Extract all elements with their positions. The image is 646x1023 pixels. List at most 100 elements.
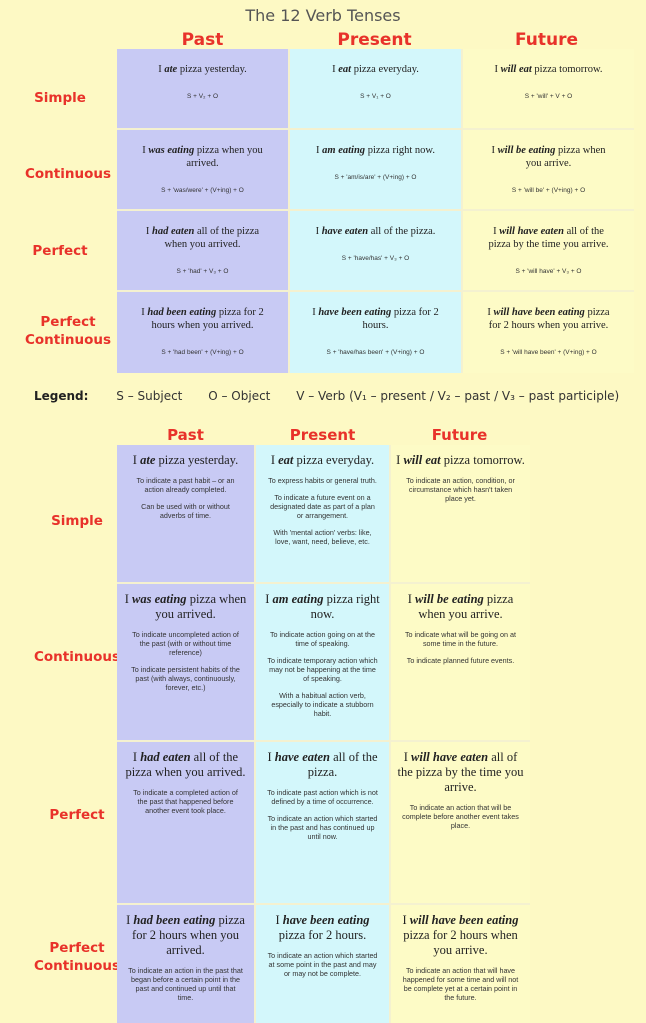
example-sentence: I have been eating pizza for 2 hours. xyxy=(312,306,439,332)
example-sentence: I will have eaten all of the pizza by th… xyxy=(396,750,525,795)
cell-perfect-continuous-past-usage: I had been eating pizza for 2 hours when… xyxy=(117,905,254,1023)
example-verb: had been eating xyxy=(133,913,216,927)
formula: S + V₂ + O xyxy=(186,93,219,100)
example-sentence: I have been eating pizza for 2 hours. xyxy=(261,913,384,943)
row-header-simple: Simple xyxy=(34,90,86,106)
example-verb: will be eating xyxy=(415,592,484,606)
usage-note: To indicate an action in the past that b… xyxy=(128,966,243,1002)
example-sentence: I will have eaten all of the pizza by th… xyxy=(485,225,612,251)
example-sentence: I will be eating pizza when you arrive. xyxy=(396,592,525,622)
example-subject: I xyxy=(132,750,141,764)
example-verb: was eating xyxy=(148,145,195,156)
usage-note: With a habitual action verb, especially … xyxy=(271,691,374,718)
example-rest: pizza yesterday. xyxy=(155,453,239,467)
column-header-present-2: Present xyxy=(289,426,356,444)
example-subject: I xyxy=(487,307,494,318)
example-subject: I xyxy=(403,750,412,764)
example-subject: I xyxy=(126,913,134,927)
usage-note: To indicate a past habit – or an action … xyxy=(136,476,235,494)
example-sentence: I eat pizza everyday. xyxy=(261,453,384,468)
example-sentence: I was eating pizza when you arrived. xyxy=(139,144,266,170)
row-header-perfect-continuous-2: Perfect Continuous xyxy=(33,940,121,974)
example-sentence: I will have been eating pizza for 2 hour… xyxy=(396,913,525,958)
cell-perfect-continuous-present-usage: I have been eating pizza for 2 hours. To … xyxy=(256,905,389,1023)
page-title: The 12 Verb Tenses xyxy=(245,6,401,25)
cell-perfect-past-usage: I had eaten all of the pizza when you ar… xyxy=(117,742,254,903)
legend-label: Legend: xyxy=(34,389,89,403)
example-rest: all of the pizza when you arrived. xyxy=(125,750,246,779)
example-sentence: I was eating pizza when you arrived. xyxy=(122,592,249,622)
example-rest: pizza when you arrived. xyxy=(155,592,247,621)
example-verb: will have eaten xyxy=(411,750,489,764)
example-sentence: I will eat pizza tomorrow. xyxy=(396,453,525,468)
cell-perfect-continuous-past: I had been eating pizza for 2 hours when… xyxy=(117,292,288,373)
cell-simple-past-usage: I ate pizza yesterday.To indicate a past… xyxy=(117,445,254,582)
formula: S + 'have/has been' + (V+ing) + O xyxy=(326,349,425,356)
example-sentence: I will have been eating pizza for 2 hour… xyxy=(485,306,612,332)
legend-object: O – Object xyxy=(208,389,271,403)
cell-simple-present-usage: I eat pizza everyday.To express habits o… xyxy=(256,445,389,582)
usage-note: With 'mental action' verbs: like, love, … xyxy=(273,528,372,546)
example-verb: will be eating xyxy=(497,145,556,156)
legend-verb: V – Verb (V₁ – present / V₂ – past / V₃ … xyxy=(296,389,620,403)
row-header-continuous: Continuous xyxy=(24,166,112,182)
cell-perfect-present-usage: I have eaten all of the pizza.To indicat… xyxy=(256,742,389,903)
example-subject: I xyxy=(402,913,410,927)
usage-note: To indicate an action which started at s… xyxy=(267,951,378,978)
column-header-future-2: Future xyxy=(431,426,488,444)
example-rest: pizza when you arrive. xyxy=(525,145,606,169)
example-rest: pizza right now. xyxy=(310,592,380,621)
example-rest: pizza for 2 hours when you arrived. xyxy=(151,307,264,331)
usage-note: To indicate an action which started in t… xyxy=(267,814,378,841)
example-sentence: I had eaten all of the pizza when you ar… xyxy=(139,225,266,251)
example-subject: I xyxy=(491,145,498,156)
example-rest: all of the pizza. xyxy=(307,750,378,779)
row-header-perfect-2: Perfect xyxy=(49,807,105,823)
cell-perfect-present: I have eaten all of the pizza.S + 'have/… xyxy=(290,211,461,290)
example-rest: pizza everyday. xyxy=(351,64,419,75)
row-header-perfect-continuous: Perfect Continuous xyxy=(24,314,112,348)
example-verb: eat xyxy=(278,453,294,467)
usage-note: To indicate a future event on a designat… xyxy=(270,493,375,520)
example-verb: ate xyxy=(140,453,156,467)
example-sentence: I had eaten all of the pizza when you ar… xyxy=(122,750,249,780)
example-subject: I xyxy=(158,64,165,75)
cell-perfect-continuous-future: I will have been eating pizza for 2 hour… xyxy=(463,292,634,373)
row-header-perfect: Perfect xyxy=(32,243,88,259)
row-header-continuous-2: Continuous xyxy=(33,649,121,665)
example-subject: I xyxy=(396,453,404,467)
example-subject: I xyxy=(315,226,322,237)
tense-usage-table: I ate pizza yesterday. To indicate a past… xyxy=(117,445,530,1023)
example-rest: pizza when you arrive. xyxy=(418,592,514,621)
example-subject: I xyxy=(316,145,323,156)
column-header-past: Past xyxy=(181,30,224,50)
example-verb: had eaten xyxy=(152,226,195,237)
example-sentence: I will be eating pizza when you arrive. xyxy=(485,144,612,170)
example-subject: I xyxy=(145,226,153,237)
cell-simple-present: I eat pizza everyday.S + V₁ + O xyxy=(290,49,461,128)
example-verb: had been eating xyxy=(147,307,217,318)
formula: S + 'will have' + V₃ + O xyxy=(515,268,582,275)
example-rest: pizza everyday. xyxy=(293,453,375,467)
example-rest: all of the pizza by the time you arrive. xyxy=(397,750,524,794)
example-verb: had eaten xyxy=(140,750,191,764)
example-subject: I xyxy=(265,592,273,606)
cell-continuous-present: I am eating pizza right now.S + 'am/is/a… xyxy=(290,130,461,209)
example-rest: pizza tomorrow. xyxy=(531,64,603,75)
formula: S + 'will' + V + O xyxy=(524,93,573,100)
example-sentence: I am eating pizza right now. xyxy=(261,592,384,622)
example-subject: I xyxy=(494,64,501,75)
usage-note: To indicate persistent habits of the pas… xyxy=(131,665,240,692)
example-sentence: I had been eating pizza for 2 hours when… xyxy=(139,306,266,332)
cell-simple-future-usage: I will eat pizza tomorrow.To indicate an… xyxy=(391,445,530,582)
example-rest: all of the pizza when you arrived. xyxy=(164,226,260,250)
example-rest: pizza for 2 hours. xyxy=(278,928,367,942)
example-subject: I xyxy=(493,226,500,237)
example-subject: I xyxy=(142,145,149,156)
example-verb: will have eaten xyxy=(499,226,564,237)
example-verb: have been eating xyxy=(282,913,370,927)
example-sentence: I eat pizza everyday. xyxy=(312,63,439,76)
example-sentence: I had been eating pizza for 2 hours when… xyxy=(122,913,249,958)
usage-note: Can be used with or without adverbs of t… xyxy=(141,502,230,520)
example-rest: all of the pizza by the time you arrive. xyxy=(488,226,609,250)
